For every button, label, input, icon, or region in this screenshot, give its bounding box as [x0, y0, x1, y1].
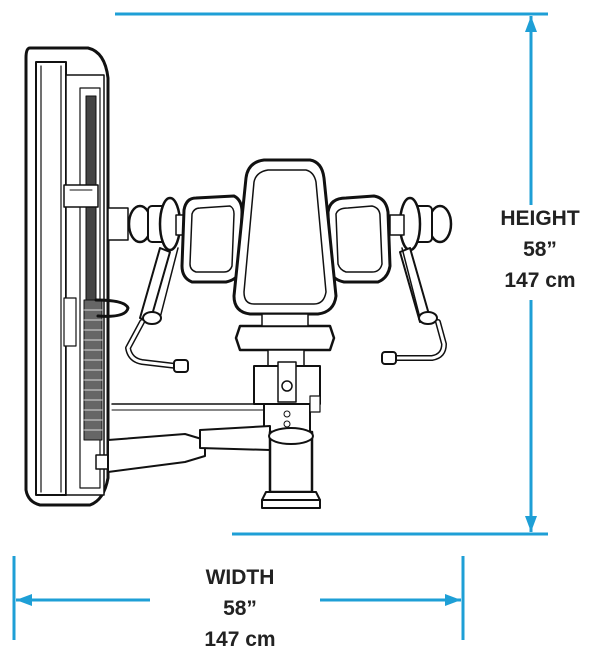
base-frame [107, 207, 281, 473]
width-imperial: 58” [223, 597, 257, 620]
height-label: HEIGHT 58” 147 cm [486, 203, 594, 296]
width-dimension [12, 556, 465, 640]
left-arm-assembly [125, 196, 191, 373]
width-metric: 147 cm [204, 628, 276, 651]
height-arrow-bottom [525, 516, 537, 532]
width-arrow-right [445, 594, 461, 606]
height-imperial: 58” [523, 238, 557, 261]
left-arm-pad [180, 194, 244, 284]
width-arrow-left [16, 594, 32, 606]
width-title: WIDTH [205, 566, 275, 589]
height-title: HEIGHT [500, 207, 580, 230]
right-arm-pad [326, 194, 392, 284]
base-column [199, 425, 321, 509]
weight-stack-tower [24, 46, 130, 507]
width-label: WIDTH 58” 147 cm [180, 562, 300, 655]
height-dimension [115, 12, 548, 536]
seat-column [234, 313, 336, 433]
height-arrow-top [525, 16, 537, 32]
height-metric: 147 cm [504, 269, 576, 292]
back-pad [232, 158, 338, 316]
right-arm-assembly [381, 196, 453, 365]
